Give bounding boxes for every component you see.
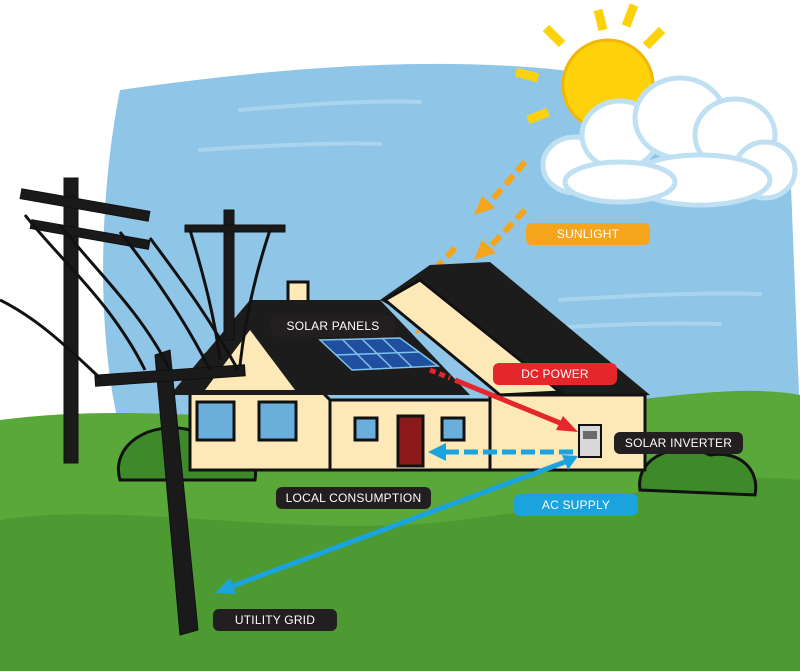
solar-panels-label: SOLAR PANELS: [271, 315, 395, 337]
power-lines: [0, 214, 272, 380]
dc-power-label: DC POWER: [493, 363, 617, 385]
ac-supply-arrows: [215, 443, 578, 594]
dc-power-arrow: [429, 367, 578, 432]
local-consumption-label: LOCAL CONSUMPTION: [276, 487, 431, 509]
solar-panel-array: [318, 337, 441, 371]
inverter-icon: [578, 424, 602, 458]
solar-inverter-label: SOLAR INVERTER: [614, 432, 743, 454]
sky-wisps: [198, 99, 762, 332]
grass-shade: [0, 478, 800, 671]
utility-grid-label: UTILITY GRID: [213, 609, 337, 631]
sunlight-label: SUNLIGHT: [526, 223, 650, 245]
utility-poles: [19, 177, 286, 636]
cloud-icon: [540, 75, 798, 208]
ac-supply-label: AC SUPPLY: [514, 494, 638, 516]
